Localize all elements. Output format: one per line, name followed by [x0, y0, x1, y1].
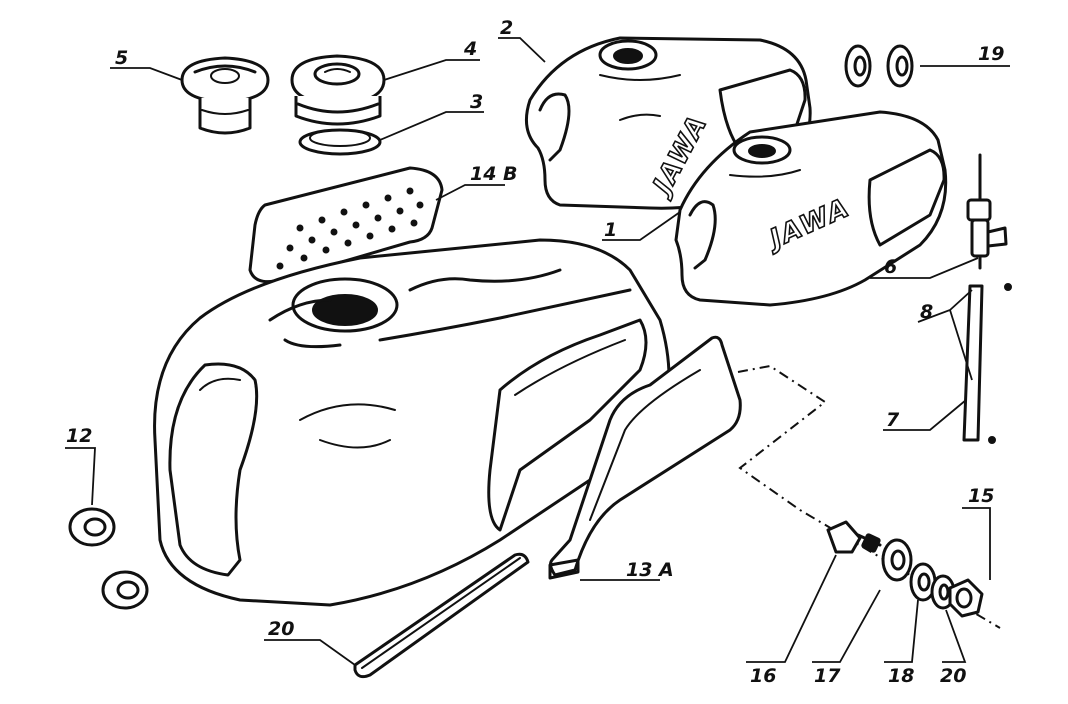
- filler-cap-4: [290, 54, 386, 126]
- washers-19: [844, 44, 914, 88]
- union-16: [826, 520, 882, 554]
- callout-20-left: 20: [268, 618, 294, 640]
- filler-cap-5: [180, 56, 270, 135]
- callout-19: 19: [978, 43, 1004, 65]
- fuel-tap-6: [966, 153, 1008, 270]
- rubber-strip-20: [353, 552, 530, 679]
- fuel-hose-7: [962, 284, 984, 442]
- callout-17: 17: [814, 665, 841, 687]
- callout-13a: 13 A: [626, 559, 674, 581]
- washer-12a: [68, 507, 116, 547]
- pad-dots: [276, 187, 424, 270]
- callout-6: 6: [884, 256, 897, 278]
- callout-18: 18: [888, 665, 914, 687]
- callout-7: 7: [886, 409, 900, 431]
- fuel-tank-main: [153, 238, 671, 607]
- callout-1: 1: [604, 219, 617, 241]
- callout-16: 16: [750, 665, 776, 687]
- seal-ring-3: [298, 128, 382, 156]
- knee-pad-14b: [248, 166, 444, 284]
- leader-lines: [65, 37, 1010, 666]
- callout-2: 2: [500, 17, 513, 39]
- callout-8: 8: [920, 301, 933, 323]
- callout-12: 12: [66, 425, 92, 447]
- hose-clips-8: [988, 283, 1012, 444]
- callout-5: 5: [115, 47, 128, 69]
- callout-numbers: 5 4 3 2 14 B 1 19 6 8 7 12 20 13 A 16 17…: [66, 17, 1004, 687]
- callout-20-right: 20: [940, 665, 966, 687]
- fuel-tank-1: JAWA: [674, 110, 948, 307]
- callout-4: 4: [463, 38, 477, 60]
- washer-17: [881, 538, 913, 582]
- callout-3: 3: [470, 91, 483, 113]
- callout-14b: 14 B: [470, 163, 518, 185]
- washer-12b: [101, 570, 149, 610]
- nut-15: [948, 578, 984, 618]
- side-panel-13a: [548, 335, 742, 580]
- callout-15: 15: [968, 485, 994, 507]
